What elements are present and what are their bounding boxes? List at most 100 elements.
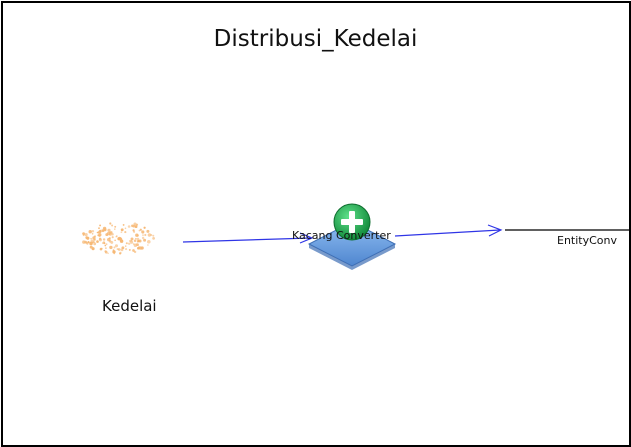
cloud-particle [89,245,93,249]
cloud-particle [93,242,97,246]
cloud-particle [135,233,139,237]
cloud-particle [98,227,100,230]
cloud-particle [124,231,127,234]
particle-cloud-icon[interactable] [82,222,155,255]
cloud-particle [111,233,114,236]
cloud-particle [90,237,92,240]
cloud-particle [135,242,139,247]
cloud-particle [119,252,122,255]
cloud-particle [143,226,146,229]
cloud-particle [114,244,119,248]
cloud-particle [104,244,107,247]
cloud-particle [132,229,135,232]
cloud-particle [82,234,85,237]
cloud-particle [111,236,114,239]
cloud-particle [92,241,94,243]
cloud-particle [121,246,125,250]
cloud-particle [147,233,152,237]
cloud-particle [147,240,151,244]
source-label: Kedelai [102,297,157,315]
cloud-particle [130,237,134,241]
cloud-particle [135,223,139,226]
cloud-particle [93,238,96,242]
cloud-particle [113,252,116,255]
cloud-particle [82,232,85,236]
cloud-particle [134,237,137,240]
cloud-particle [105,247,107,249]
cloud-particle [102,238,106,241]
cloud-particle [120,231,123,234]
cloud-particle [130,240,134,244]
plus-badge-icon[interactable] [333,203,371,241]
cloud-particle [132,224,136,228]
cloud-particle [142,234,144,236]
cloud-particle [128,248,131,251]
cloud-particle [115,235,118,237]
cloud-particle [85,236,89,239]
cloud-particle [105,243,108,246]
cloud-particle [141,230,145,234]
cloud-particle [140,246,144,250]
cloud-particle [91,230,95,233]
cloud-particle [122,223,125,226]
cloud-particle [103,242,106,245]
cloud-particle [82,240,86,244]
cloud-particle [96,240,99,243]
cloud-particle [109,245,113,250]
cloud-particle [110,240,114,244]
cloud-particle [85,241,88,244]
converter-label: Kacang Converter [292,229,391,242]
cloud-particle [88,230,92,234]
cloud-particle [112,249,115,251]
cloud-particle [132,243,135,245]
cloud-particle [113,246,116,249]
converter-diamond-icon[interactable] [307,221,397,270]
cloud-particle [134,225,138,229]
cloud-particle [127,225,131,228]
cloud-particle [98,238,102,242]
cloud-particle [141,236,145,240]
cloud-particle [124,245,127,247]
cloud-particle [133,239,137,243]
cloud-particle [99,224,102,227]
cloud-particle [87,241,90,244]
cloud-particle [107,228,111,232]
cloud-particle [114,225,117,228]
cloud-particle [89,242,93,246]
cloud-particle [102,242,104,244]
cloud-particle [107,252,109,255]
entity-label: EntityConv [557,234,618,247]
cloud-particle [150,234,153,236]
cloud-particle [125,248,128,251]
cloud-particle [98,233,102,237]
cloud-particle [114,228,116,230]
cloud-particle [109,222,112,225]
cloud-particle [111,224,114,227]
cloud-particle [84,232,88,237]
cloud-particle [125,242,128,245]
cloud-particle [101,228,105,233]
cloud-particle [144,233,147,237]
flow-arrow-out[interactable] [394,224,503,237]
cloud-particle [137,246,140,250]
cloud-particle [99,247,103,251]
cloud-particle [152,234,155,237]
cloud-particle [146,229,150,233]
cloud-particle [107,231,111,236]
cloud-particle [128,242,131,245]
cloud-particle [120,248,124,252]
cloud-particle [104,250,107,253]
cloud-particle [117,248,120,250]
flow-arrow-in[interactable] [182,232,314,244]
cloud-particle [91,232,94,235]
cloud-particle [136,237,140,241]
cloud-particle [92,236,96,240]
cloud-particle [96,231,99,234]
diagram-title: Distribusi_Kedelai [213,26,418,52]
cloud-particle [152,237,155,240]
cloud-particle [124,227,127,230]
cloud-particle [147,244,149,246]
cloud-particle [139,228,142,231]
cloud-particle [114,239,116,242]
